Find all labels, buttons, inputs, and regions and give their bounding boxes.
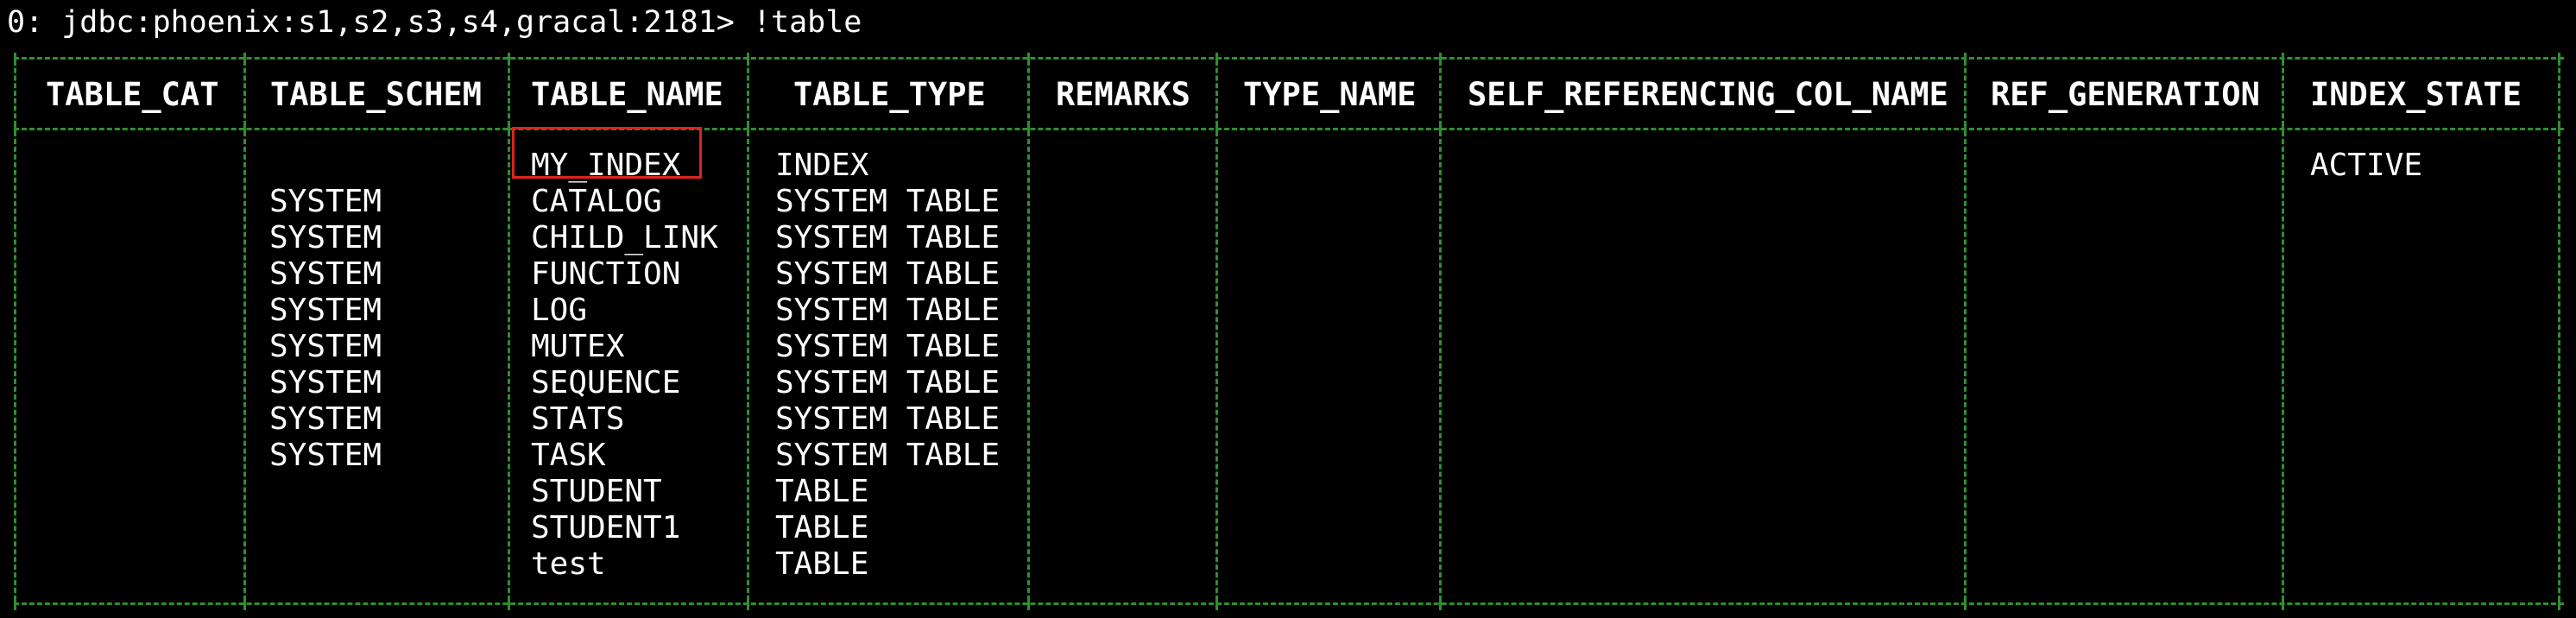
table-border-line bbox=[14, 602, 2564, 605]
table-border-junction bbox=[1027, 123, 1030, 136]
highlight-box-my-index bbox=[512, 127, 702, 179]
table-border-junction bbox=[747, 598, 749, 610]
column-divider bbox=[1964, 60, 1967, 126]
table-border-junction bbox=[1215, 598, 1218, 610]
table-border-junction bbox=[2282, 598, 2284, 610]
table-cell-table-type: SYSTEM TABLE bbox=[775, 293, 1001, 328]
table-cell-table-type: TABLE bbox=[775, 510, 869, 545]
table-cell-table-schem: SYSTEM bbox=[269, 256, 382, 292]
table-border-junction bbox=[1215, 123, 1218, 136]
table-cell-table-name: CATALOG bbox=[531, 184, 662, 219]
table-cell-table-schem: SYSTEM bbox=[269, 438, 382, 473]
table-cell-index-state: ACTIVE bbox=[2310, 148, 2423, 183]
table-cell-table-type: SYSTEM TABLE bbox=[775, 401, 1001, 437]
table-border-junction bbox=[243, 598, 246, 610]
table-border-junction bbox=[2558, 123, 2560, 136]
shell-prompt: 0: jdbc:phoenix:s1,s2,s3,s4,gracal:2181> bbox=[7, 5, 735, 40]
table-border-line bbox=[14, 128, 2564, 130]
table-cell-table-schem: SYSTEM bbox=[269, 329, 382, 364]
table-cell-table-name: STATS bbox=[531, 401, 625, 437]
table-border-junction bbox=[747, 123, 749, 136]
column-divider bbox=[1027, 131, 1030, 601]
table-border-junction bbox=[1027, 598, 1030, 610]
table-cell-table-schem: SYSTEM bbox=[269, 365, 382, 400]
typed-command: !table bbox=[752, 5, 862, 40]
table-cell-table-schem: SYSTEM bbox=[269, 220, 382, 255]
table-cell-table-schem: SYSTEM bbox=[269, 184, 382, 219]
command-line: 0: jdbc:phoenix:s1,s2,s3,s4,gracal:2181>… bbox=[7, 3, 862, 41]
column-header-table-type: TABLE_TYPE bbox=[793, 76, 986, 113]
table-border-junction bbox=[2282, 53, 2284, 65]
column-divider bbox=[2558, 131, 2560, 601]
table-border-junction bbox=[2558, 53, 2560, 65]
column-divider bbox=[1215, 131, 1218, 601]
table-border-junction bbox=[2282, 123, 2284, 136]
column-divider bbox=[1439, 131, 1442, 601]
table-cell-table-name: MUTEX bbox=[531, 329, 625, 364]
column-header-ref-generation: REF_GENERATION bbox=[1991, 76, 2260, 113]
column-header-index-state: INDEX_STATE bbox=[2310, 76, 2522, 113]
table-border-junction bbox=[508, 123, 510, 136]
column-header-remarks: REMARKS bbox=[1056, 76, 1190, 113]
column-divider bbox=[1439, 60, 1442, 126]
table-border-junction bbox=[14, 598, 16, 610]
table-cell-table-name: CHILD_LINK bbox=[531, 220, 718, 255]
column-divider bbox=[2282, 131, 2284, 601]
column-divider bbox=[243, 60, 246, 126]
column-divider bbox=[2282, 60, 2284, 126]
table-border-junction bbox=[1439, 598, 1442, 610]
table-cell-table-name: FUNCTION bbox=[531, 256, 681, 292]
table-cell-table-name: test bbox=[531, 546, 606, 582]
table-border-junction bbox=[243, 53, 246, 65]
table-border-junction bbox=[1027, 53, 1030, 65]
column-header-table-cat: TABLE_CAT bbox=[46, 76, 219, 113]
column-divider bbox=[14, 60, 16, 126]
table-border-junction bbox=[1964, 598, 1967, 610]
table-border-junction bbox=[14, 123, 16, 136]
column-divider bbox=[1027, 60, 1030, 126]
column-header-self-referencing-col-name: SELF_REFERENCING_COL_NAME bbox=[1468, 76, 1948, 113]
table-cell-table-name: LOG bbox=[531, 293, 588, 328]
table-border-junction bbox=[747, 53, 749, 65]
table-cell-table-type: TABLE bbox=[775, 474, 869, 509]
table-cell-table-name: TASK bbox=[531, 438, 606, 473]
table-border-junction bbox=[1439, 123, 1442, 136]
column-divider bbox=[14, 131, 16, 601]
table-cell-table-type: SYSTEM TABLE bbox=[775, 365, 1001, 400]
column-divider bbox=[747, 131, 749, 601]
table-cell-table-type: SYSTEM TABLE bbox=[775, 329, 1001, 364]
column-divider bbox=[1964, 131, 1967, 601]
table-cell-table-type: SYSTEM TABLE bbox=[775, 438, 1001, 473]
column-header-table-schem: TABLE_SCHEM bbox=[270, 76, 483, 113]
table-border-line bbox=[14, 57, 2564, 60]
table-border-junction bbox=[243, 123, 246, 136]
table-border-junction bbox=[2558, 598, 2560, 610]
column-divider bbox=[2558, 60, 2560, 126]
column-divider bbox=[508, 131, 510, 601]
column-header-type-name: TYPE_NAME bbox=[1243, 76, 1417, 113]
table-cell-table-name: STUDENT bbox=[531, 474, 662, 509]
column-divider bbox=[1215, 60, 1218, 126]
table-cell-table-name: STUDENT1 bbox=[531, 510, 681, 545]
table-border-junction bbox=[1964, 53, 1967, 65]
column-divider bbox=[508, 60, 510, 126]
table-border-junction bbox=[14, 53, 16, 65]
table-cell-table-schem: SYSTEM bbox=[269, 401, 382, 437]
table-border-junction bbox=[1964, 123, 1967, 136]
table-border-junction bbox=[508, 53, 510, 65]
table-cell-table-name: SEQUENCE bbox=[531, 365, 681, 400]
table-border-junction bbox=[1439, 53, 1442, 65]
column-divider bbox=[243, 131, 246, 601]
table-cell-table-type: SYSTEM TABLE bbox=[775, 220, 1001, 255]
table-border-junction bbox=[508, 598, 510, 610]
table-cell-table-type: TABLE bbox=[775, 546, 869, 582]
table-cell-table-schem: SYSTEM bbox=[269, 293, 382, 328]
column-divider bbox=[747, 60, 749, 126]
table-cell-table-type: SYSTEM TABLE bbox=[775, 184, 1001, 219]
table-cell-table-type: INDEX bbox=[775, 148, 869, 183]
table-border-junction bbox=[1215, 53, 1218, 65]
table-cell-table-type: SYSTEM TABLE bbox=[775, 256, 1001, 292]
column-header-table-name: TABLE_NAME bbox=[531, 76, 723, 113]
